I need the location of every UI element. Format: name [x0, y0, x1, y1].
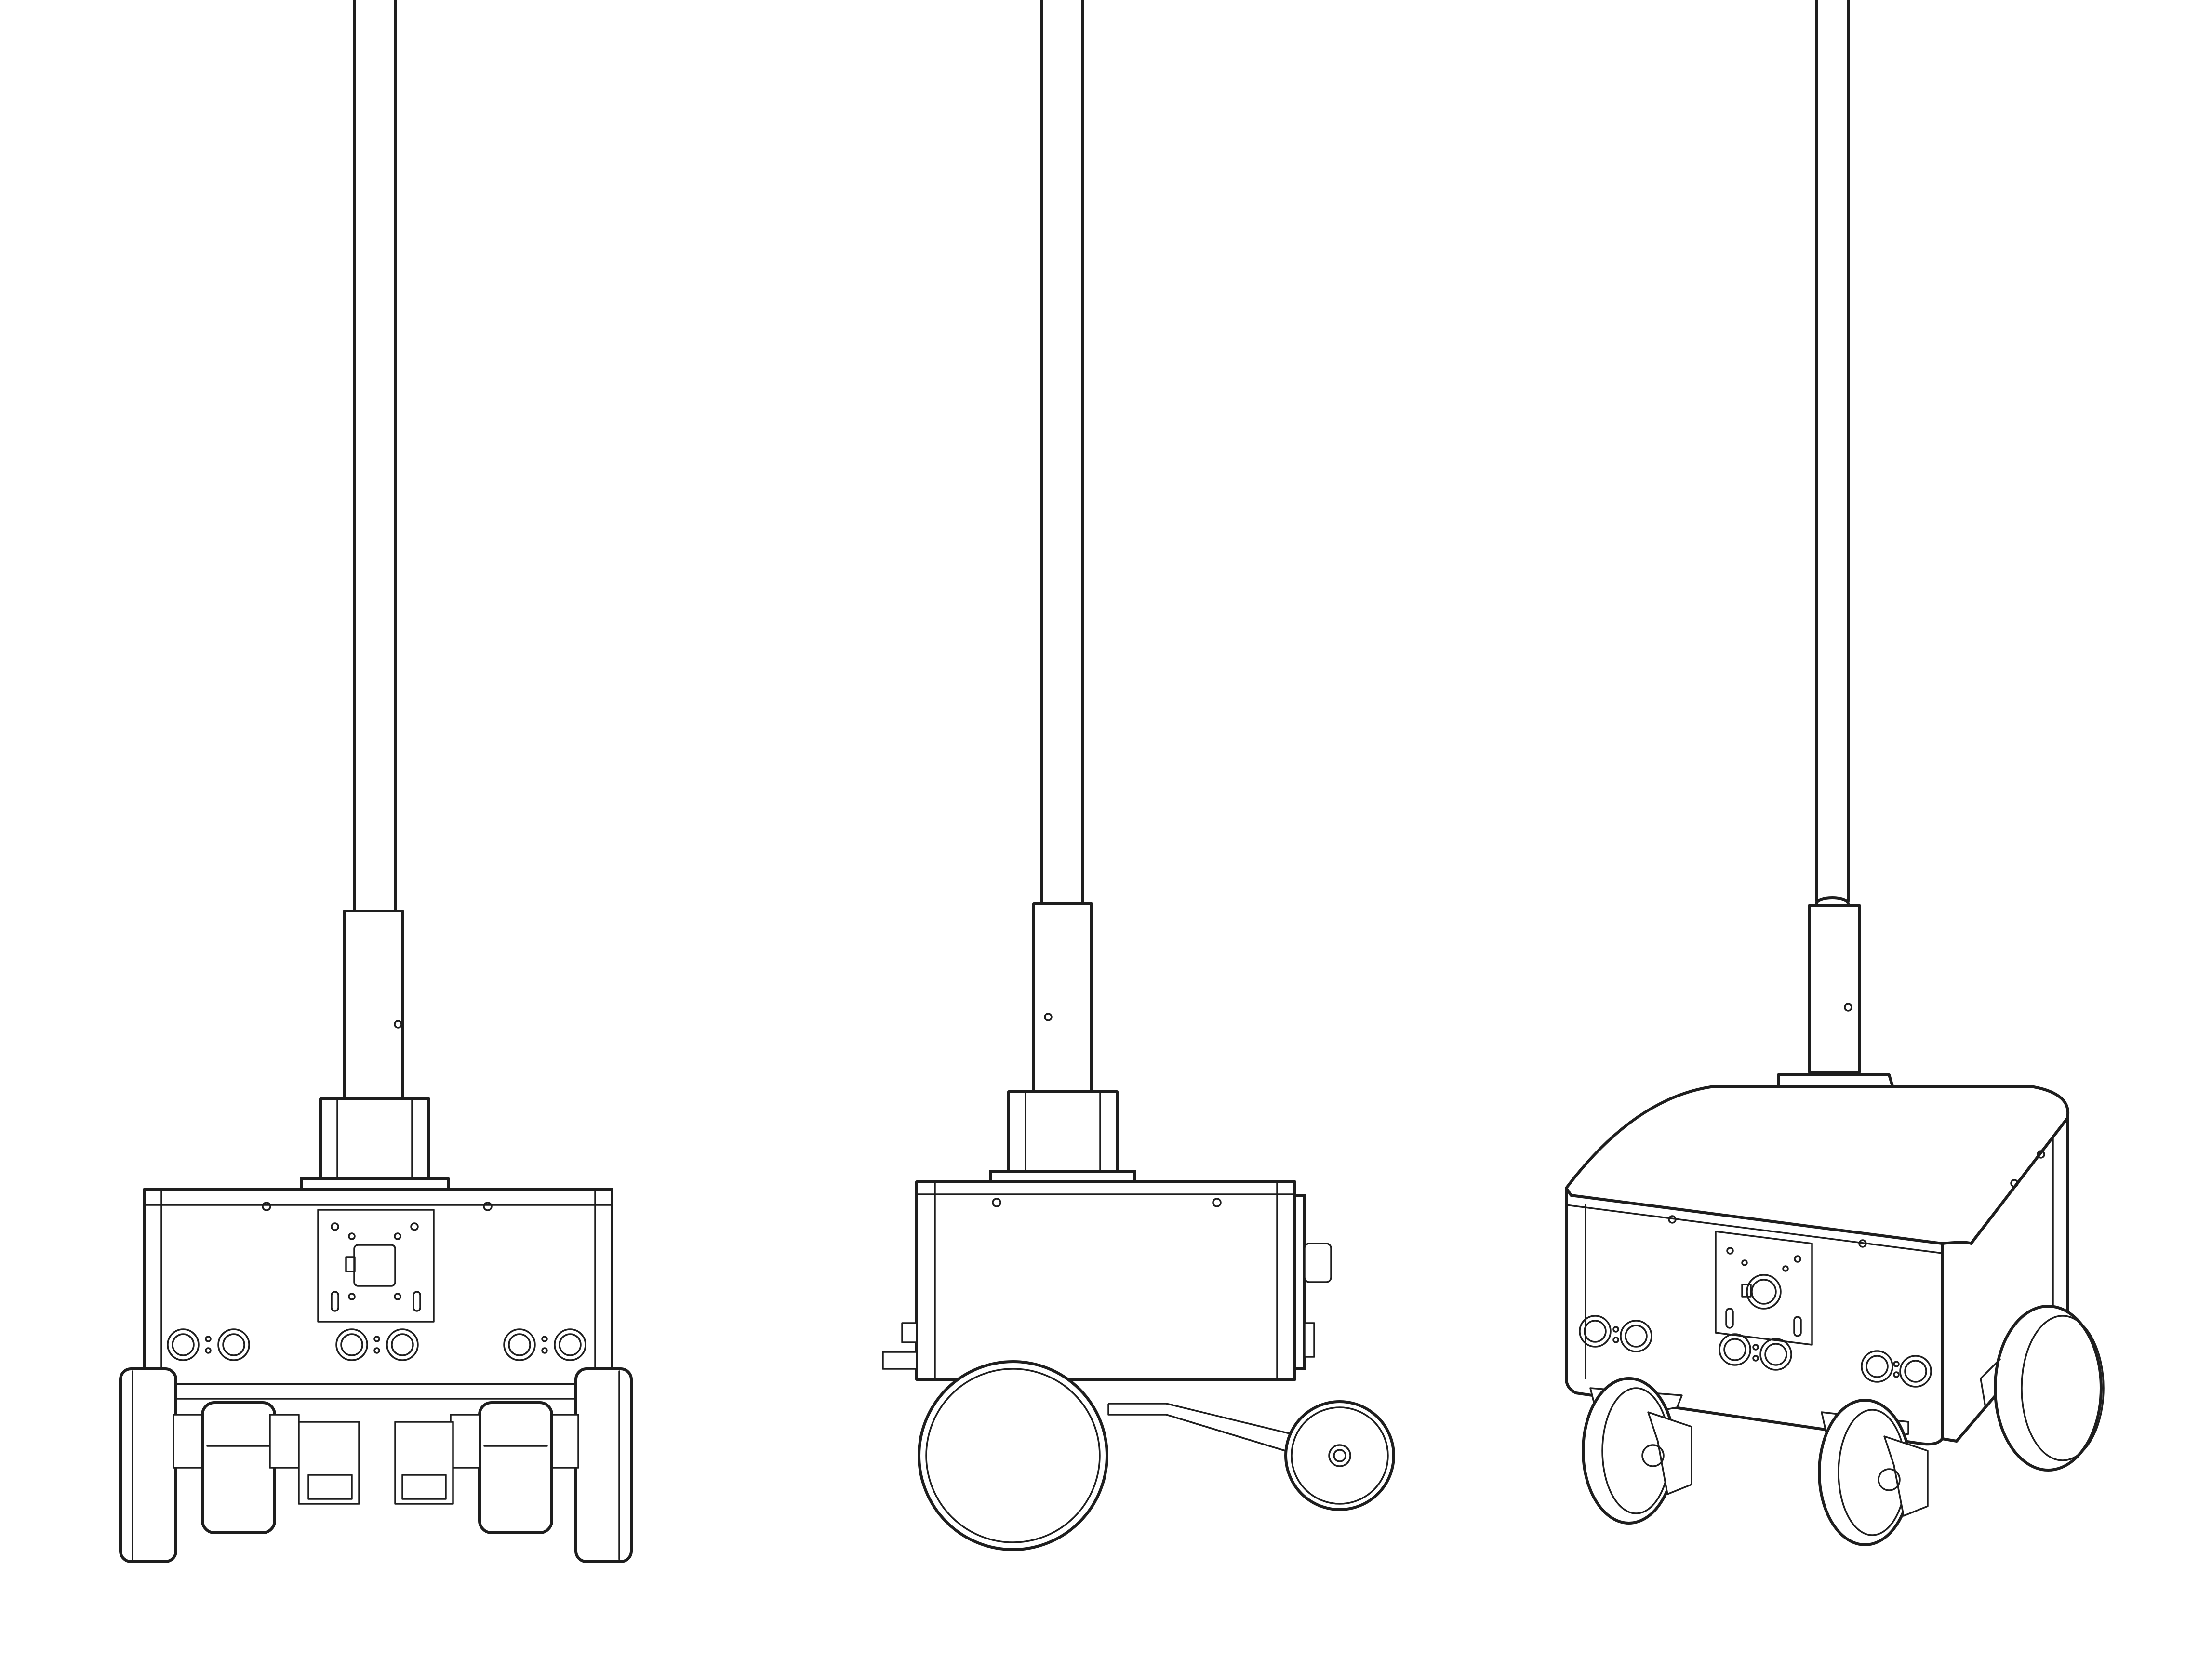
iso-side-wheel [1980, 1305, 2105, 1472]
front-mast-pole [343, 0, 404, 1100]
front-wheels [119, 1367, 633, 1563]
front-mast-collar [300, 1097, 450, 1191]
iso-caster-right [1818, 1399, 1929, 1546]
side-chassis-body [882, 1180, 1332, 1381]
front-view [119, 0, 633, 1563]
side-mast-collar [989, 1090, 1136, 1183]
side-mast-pole [1032, 0, 1093, 1093]
iso-caster-left [1582, 1377, 1692, 1525]
isometric-view [1565, 0, 2105, 1546]
side-view [882, 0, 1395, 1551]
iso-connector-ports [1579, 1315, 1932, 1388]
iso-mounting-plate [1715, 1231, 1813, 1346]
iso-mast-pole [1808, 0, 1861, 1074]
front-mounting-plate [317, 1209, 435, 1323]
side-front-caster [1284, 1400, 1395, 1511]
front-connector-ports [167, 1328, 586, 1361]
side-rear-wheel [918, 1360, 1108, 1551]
